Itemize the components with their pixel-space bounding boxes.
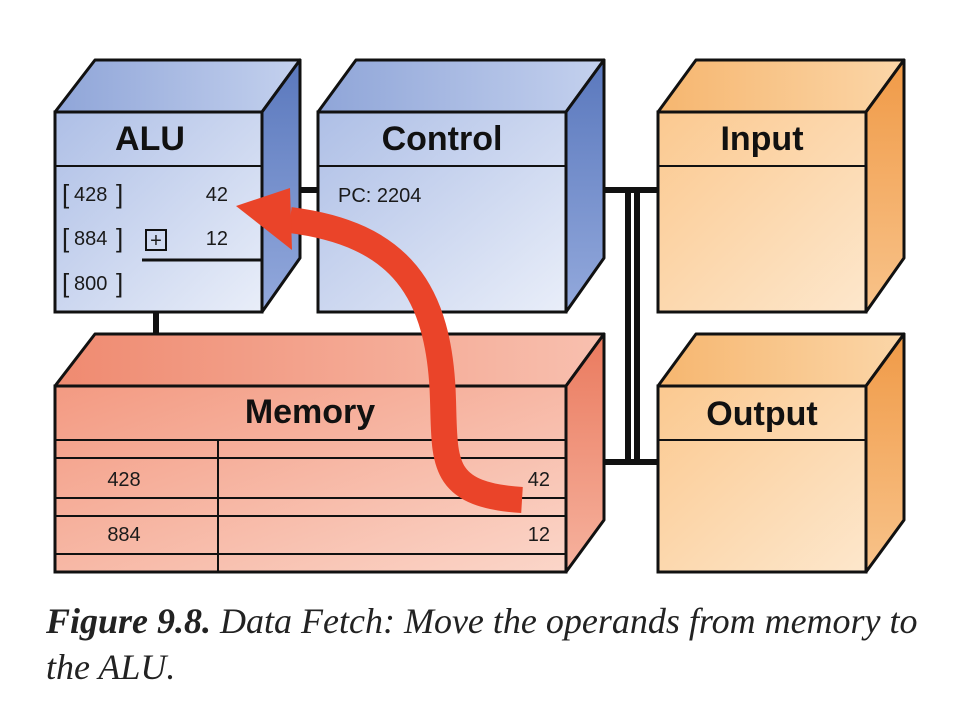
memory-row-value-1: 42 [528,469,550,491]
output-title: Output [706,395,817,433]
alu-bracket-close-3: ] [116,268,123,298]
memory-box: Memory 428 42 884 12 [53,332,606,574]
alu-row-value-1: 42 [206,184,228,206]
output-box-top [656,332,906,388]
alu-box-top [53,58,302,114]
alu-row-address-1: 428 [74,184,107,206]
input-box: Input [656,58,906,314]
alu-bracket-open-2: [ [62,223,70,253]
figure-caption: Figure 9.8. Data Fetch: Move the operand… [46,598,926,690]
output-box-front [656,384,868,574]
alu-row-address-2: 884 [74,228,107,250]
add-operator-icon [145,229,167,251]
alu-row-value-2: 12 [206,228,228,250]
memory-row-value-2: 12 [528,524,550,546]
alu-bracket-open-3: [ [62,268,70,298]
data-fetch-arrow-head [236,188,292,250]
alu-title: ALU [115,120,185,158]
alu-bracket-close-1: ] [116,179,123,209]
memory-row-address-2: 884 [107,524,140,546]
input-box-top [656,58,906,114]
control-box-top [316,58,606,114]
data-fetch-arrow [236,188,523,513]
alu-box: ALU [ 428 ] 42 [ 884 ] + 12 [ 800 ] [53,58,302,314]
input-title: Input [720,120,803,158]
alu-bracket-open-1: [ [62,179,70,209]
figure-caption-text: Data Fetch: Move the operands from memor… [46,601,918,687]
data-fetch-arrow-shaft [288,207,523,513]
memory-row-address-1: 428 [107,469,140,491]
input-box-front [656,110,868,314]
program-counter: PC: 2204 [338,185,421,207]
alu-box-front [53,110,264,314]
control-box: Control PC: 2204 [316,58,606,314]
control-box-front [316,110,568,314]
control-title: Control [382,120,503,158]
alu-bracket-close-2: ] [116,223,123,253]
output-box: Output [656,332,906,574]
memory-box-top [53,332,606,388]
add-operator-symbol: + [150,230,162,252]
figure-caption-label: Figure 9.8. [46,601,212,641]
alu-row-address-3: 800 [74,273,107,295]
memory-title: Memory [245,393,375,431]
